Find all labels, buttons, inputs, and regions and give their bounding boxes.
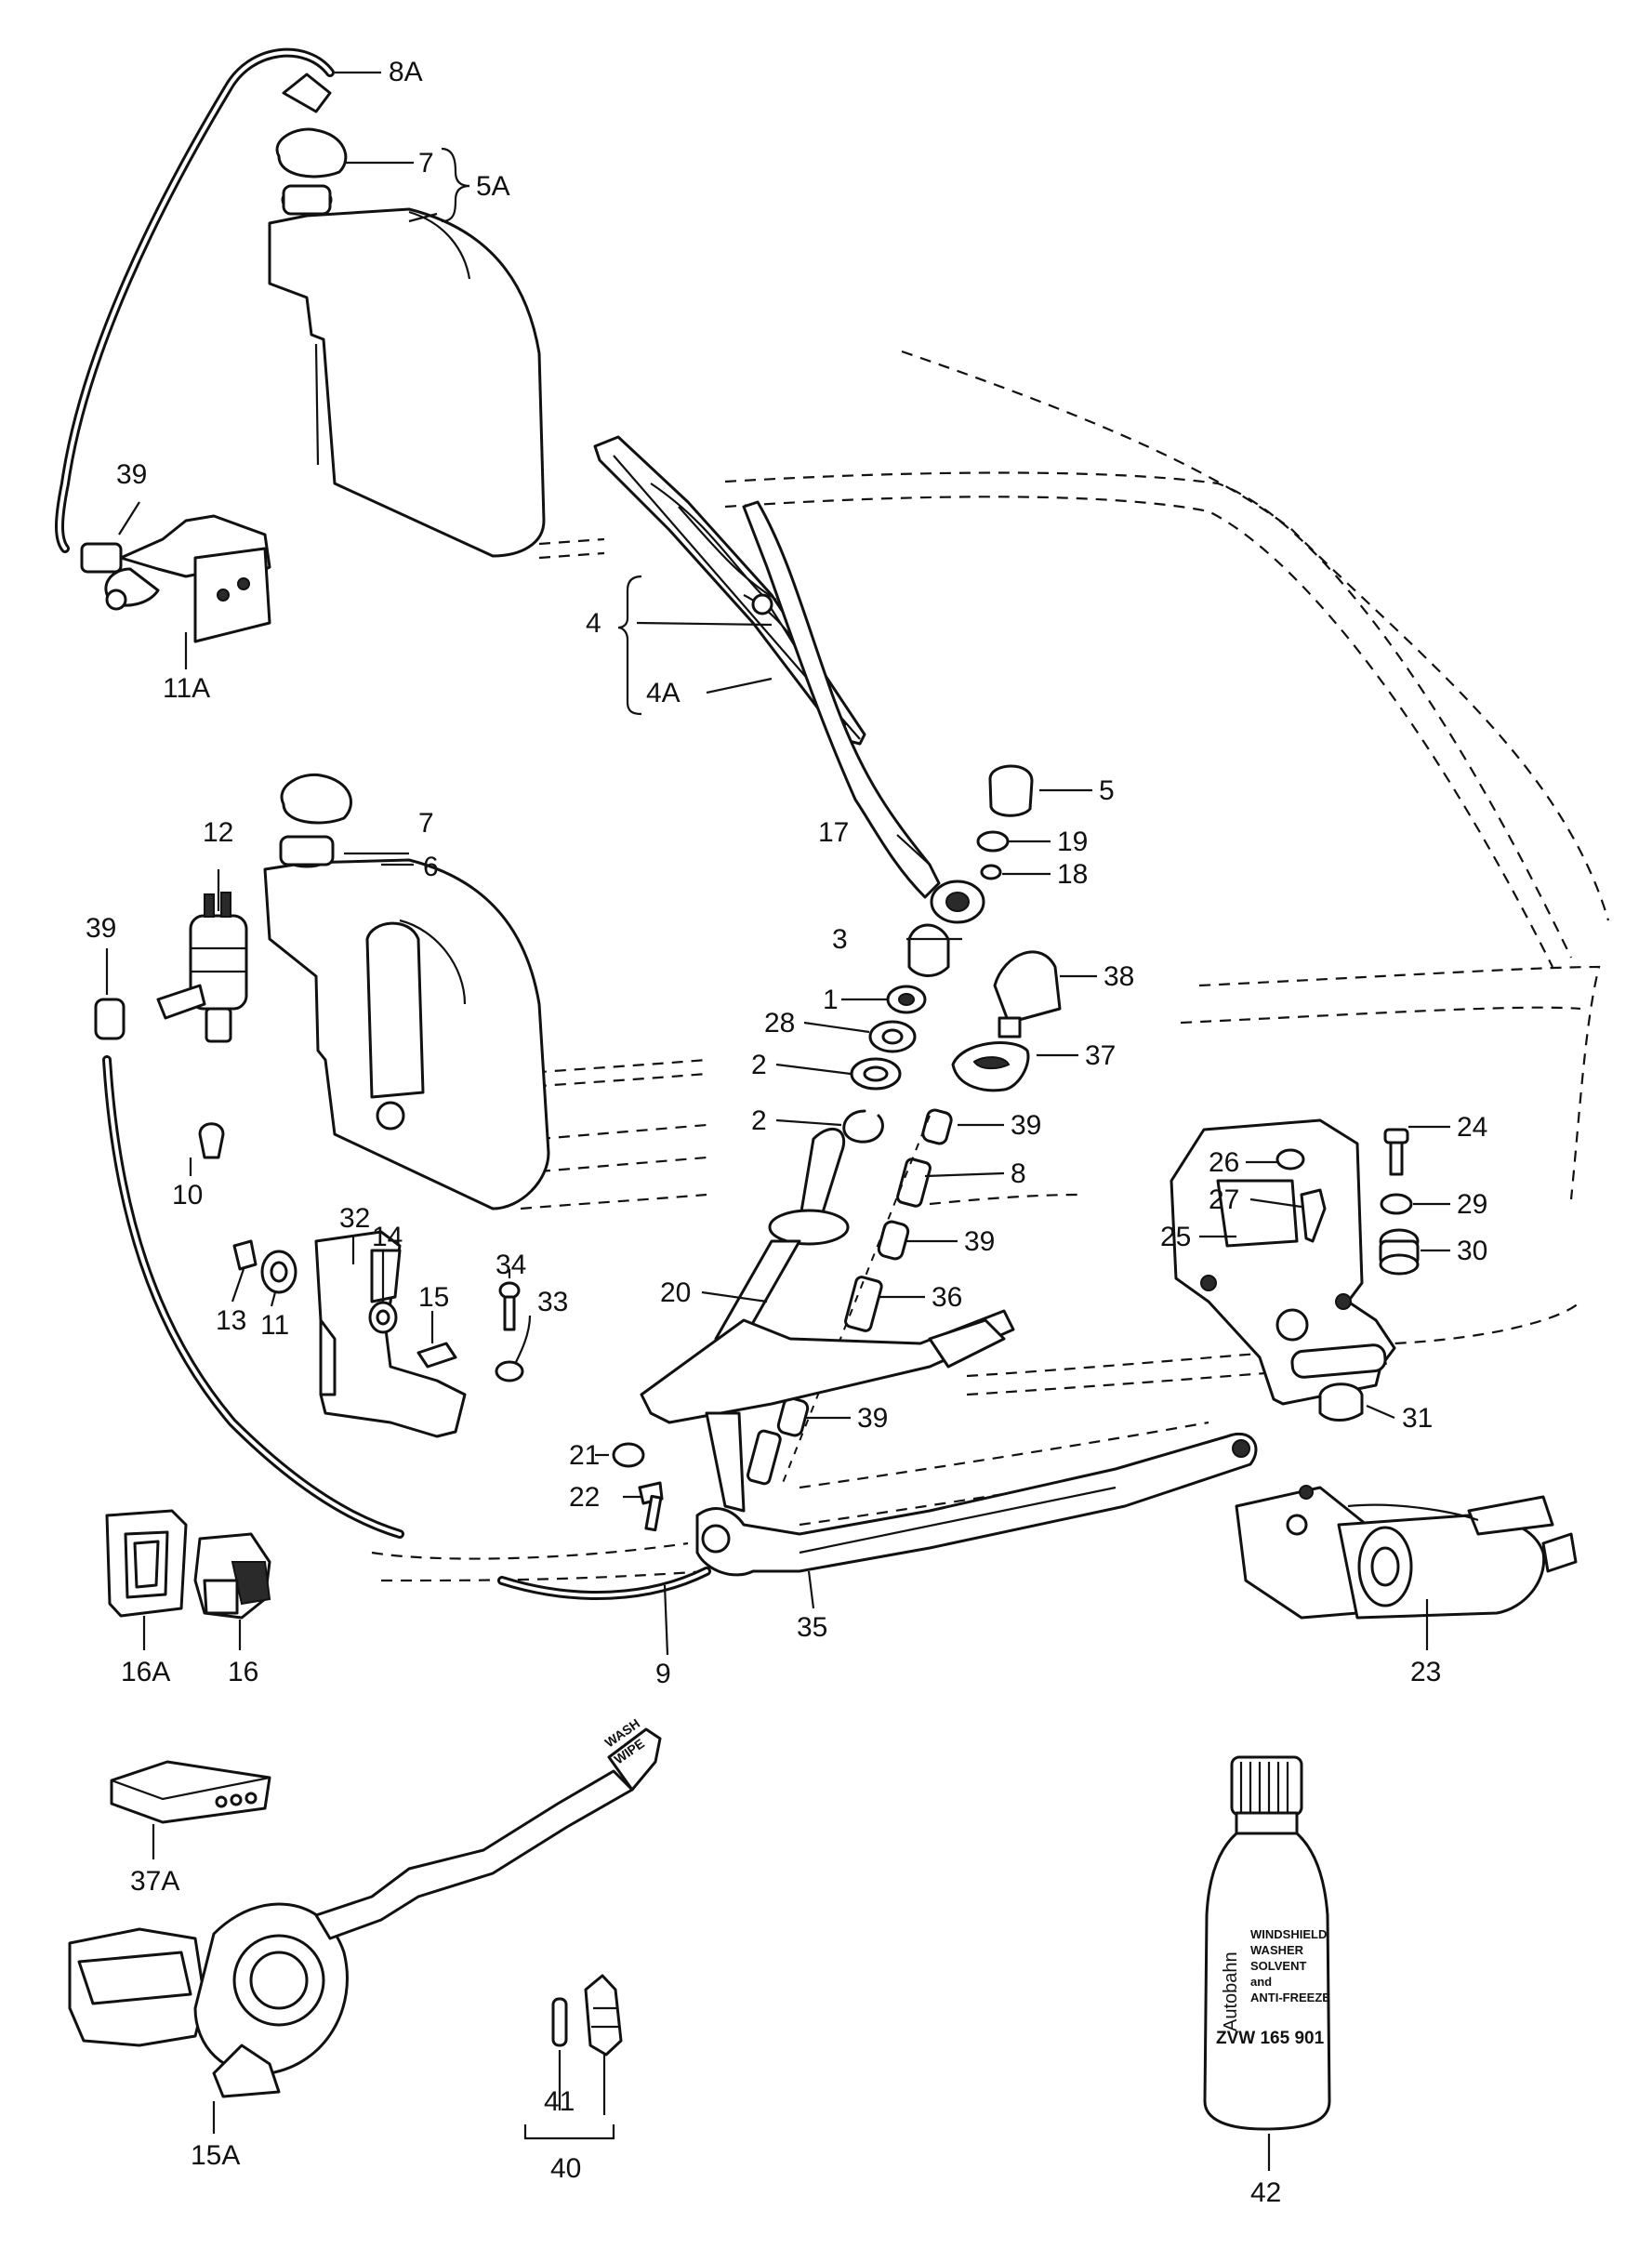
callout-2b: 2 [751, 1105, 767, 1136]
callout-5A: 5A [476, 171, 510, 202]
bracket-fasteners-24-26-27-29-30 [1275, 1128, 1420, 1276]
callout-31: 31 [1402, 1403, 1433, 1434]
callout-16: 16 [228, 1657, 258, 1687]
callout-29: 29 [1457, 1189, 1487, 1220]
callout-labels: 8A 7 5A 39 11A 4 4A 5 19 18 17 12 7 6 39… [86, 57, 1487, 2208]
arm-cap-nut-washer [976, 764, 1034, 880]
callout-39c: 39 [1011, 1110, 1041, 1141]
bracket-small-parts-13-11-14-15-33-34 [232, 1239, 524, 1382]
washer-pump-12 [156, 892, 248, 1043]
grommet-10 [198, 1122, 225, 1159]
callout-39d: 39 [964, 1226, 995, 1257]
callout-32: 32 [339, 1203, 370, 1234]
washer-nozzle-38 [993, 950, 1062, 1038]
callout-40: 40 [550, 2153, 581, 2184]
washer-hoses [55, 47, 711, 1601]
callout-39b: 39 [86, 913, 116, 944]
wiper-arm-17 [742, 500, 985, 924]
callout-25: 25 [1160, 1222, 1191, 1252]
callout-18: 18 [1057, 859, 1088, 890]
wiper-linkage-35 [695, 1432, 1258, 1577]
callout-3: 3 [832, 924, 848, 955]
bearing-parts-3-1-28-2 [842, 923, 950, 1144]
windshield-outline [371, 350, 1610, 1582]
bottle-label-line1: WINDSHIELD [1250, 1927, 1327, 1941]
callout-23: 23 [1410, 1657, 1441, 1687]
hose-piece-39-left [94, 998, 126, 1040]
callout-24: 24 [1457, 1112, 1487, 1143]
callout-30: 30 [1457, 1236, 1487, 1266]
combination-switch-15A [68, 1727, 662, 2098]
washer-pump-11A [80, 514, 271, 643]
callout-26: 26 [1209, 1147, 1239, 1178]
callout-39: 39 [116, 459, 147, 490]
callout-22: 22 [569, 1482, 600, 1513]
callout-15: 15 [418, 1282, 449, 1313]
callout-14: 14 [372, 1222, 403, 1252]
callout-19: 19 [1057, 827, 1088, 857]
bottle-label-line4: and [1250, 1975, 1272, 1989]
callout-17: 17 [818, 817, 849, 848]
callout-8: 8 [1011, 1158, 1026, 1189]
bottle-label-line3: SOLVENT [1250, 1959, 1306, 1973]
callout-27: 27 [1209, 1184, 1239, 1215]
callout-41: 41 [544, 2086, 575, 2117]
washer-21-screw-22 [612, 1442, 664, 1532]
pump-bracket-32 [314, 1230, 467, 1438]
callout-33: 33 [537, 1287, 568, 1317]
callout-35: 35 [797, 1612, 827, 1643]
leader-lines [105, 71, 1450, 2171]
callout-5: 5 [1099, 775, 1115, 806]
bulb-41 [551, 1997, 568, 2047]
bottle-label-code: ZVW 165 901 [1216, 2029, 1325, 2048]
connector-37A [110, 1760, 271, 1824]
switch-housing-16A [105, 1509, 188, 1618]
callout-6: 6 [423, 852, 439, 882]
bottle-label-line2: WASHER [1250, 1943, 1304, 1957]
callout-7: 7 [418, 148, 434, 179]
callout-4: 4 [586, 608, 601, 639]
callout-42: 42 [1250, 2177, 1281, 2208]
callout-21: 21 [569, 1440, 600, 1471]
switch-16 [193, 1532, 271, 1620]
bottle-label-line5: ANTI-FREEZE [1250, 1991, 1330, 2004]
callout-15A: 15A [191, 2140, 240, 2171]
callout-34: 34 [496, 1250, 526, 1280]
wiper-motor-23 [1235, 1485, 1578, 1620]
callout-12: 12 [203, 817, 233, 848]
callout-11A: 11A [163, 673, 210, 704]
callout-36: 36 [932, 1282, 962, 1313]
callout-1: 1 [823, 985, 839, 1015]
callout-10: 10 [172, 1180, 203, 1210]
callout-20: 20 [660, 1277, 691, 1308]
callout-2: 2 [751, 1050, 767, 1080]
callout-28: 28 [764, 1008, 795, 1038]
callout-7b: 7 [418, 808, 434, 839]
callout-37: 37 [1085, 1040, 1116, 1071]
bottle-label: Autobahn WINDSHIELD WASHER SOLVENT and A… [1216, 1927, 1330, 2048]
center-hose-connectors [747, 1108, 953, 1488]
wiper-frame-20 [640, 1127, 1015, 1513]
motor-bracket-25 [1170, 1118, 1396, 1406]
washer-fluid-bottle-42 [1203, 1755, 1331, 2131]
nozzle-gasket-37 [951, 1041, 1030, 1092]
washer-reservoir-upper [268, 73, 546, 558]
callout-39e: 39 [857, 1403, 888, 1434]
bottle-label-brand: Autobahn [1221, 1951, 1241, 2031]
callout-16A: 16A [121, 1657, 170, 1687]
washer-reservoir-lower [263, 773, 550, 1210]
callout-11: 11 [260, 1310, 289, 1341]
callout-13: 13 [216, 1305, 246, 1336]
callout-38: 38 [1104, 961, 1134, 992]
bulb-socket-40 [584, 1974, 623, 2057]
callout-8A: 8A [389, 57, 423, 87]
callout-37A: 37A [130, 1866, 179, 1897]
callout-9: 9 [655, 1659, 671, 1689]
grommet-31 [1318, 1382, 1364, 1422]
callout-4A: 4A [646, 678, 681, 708]
